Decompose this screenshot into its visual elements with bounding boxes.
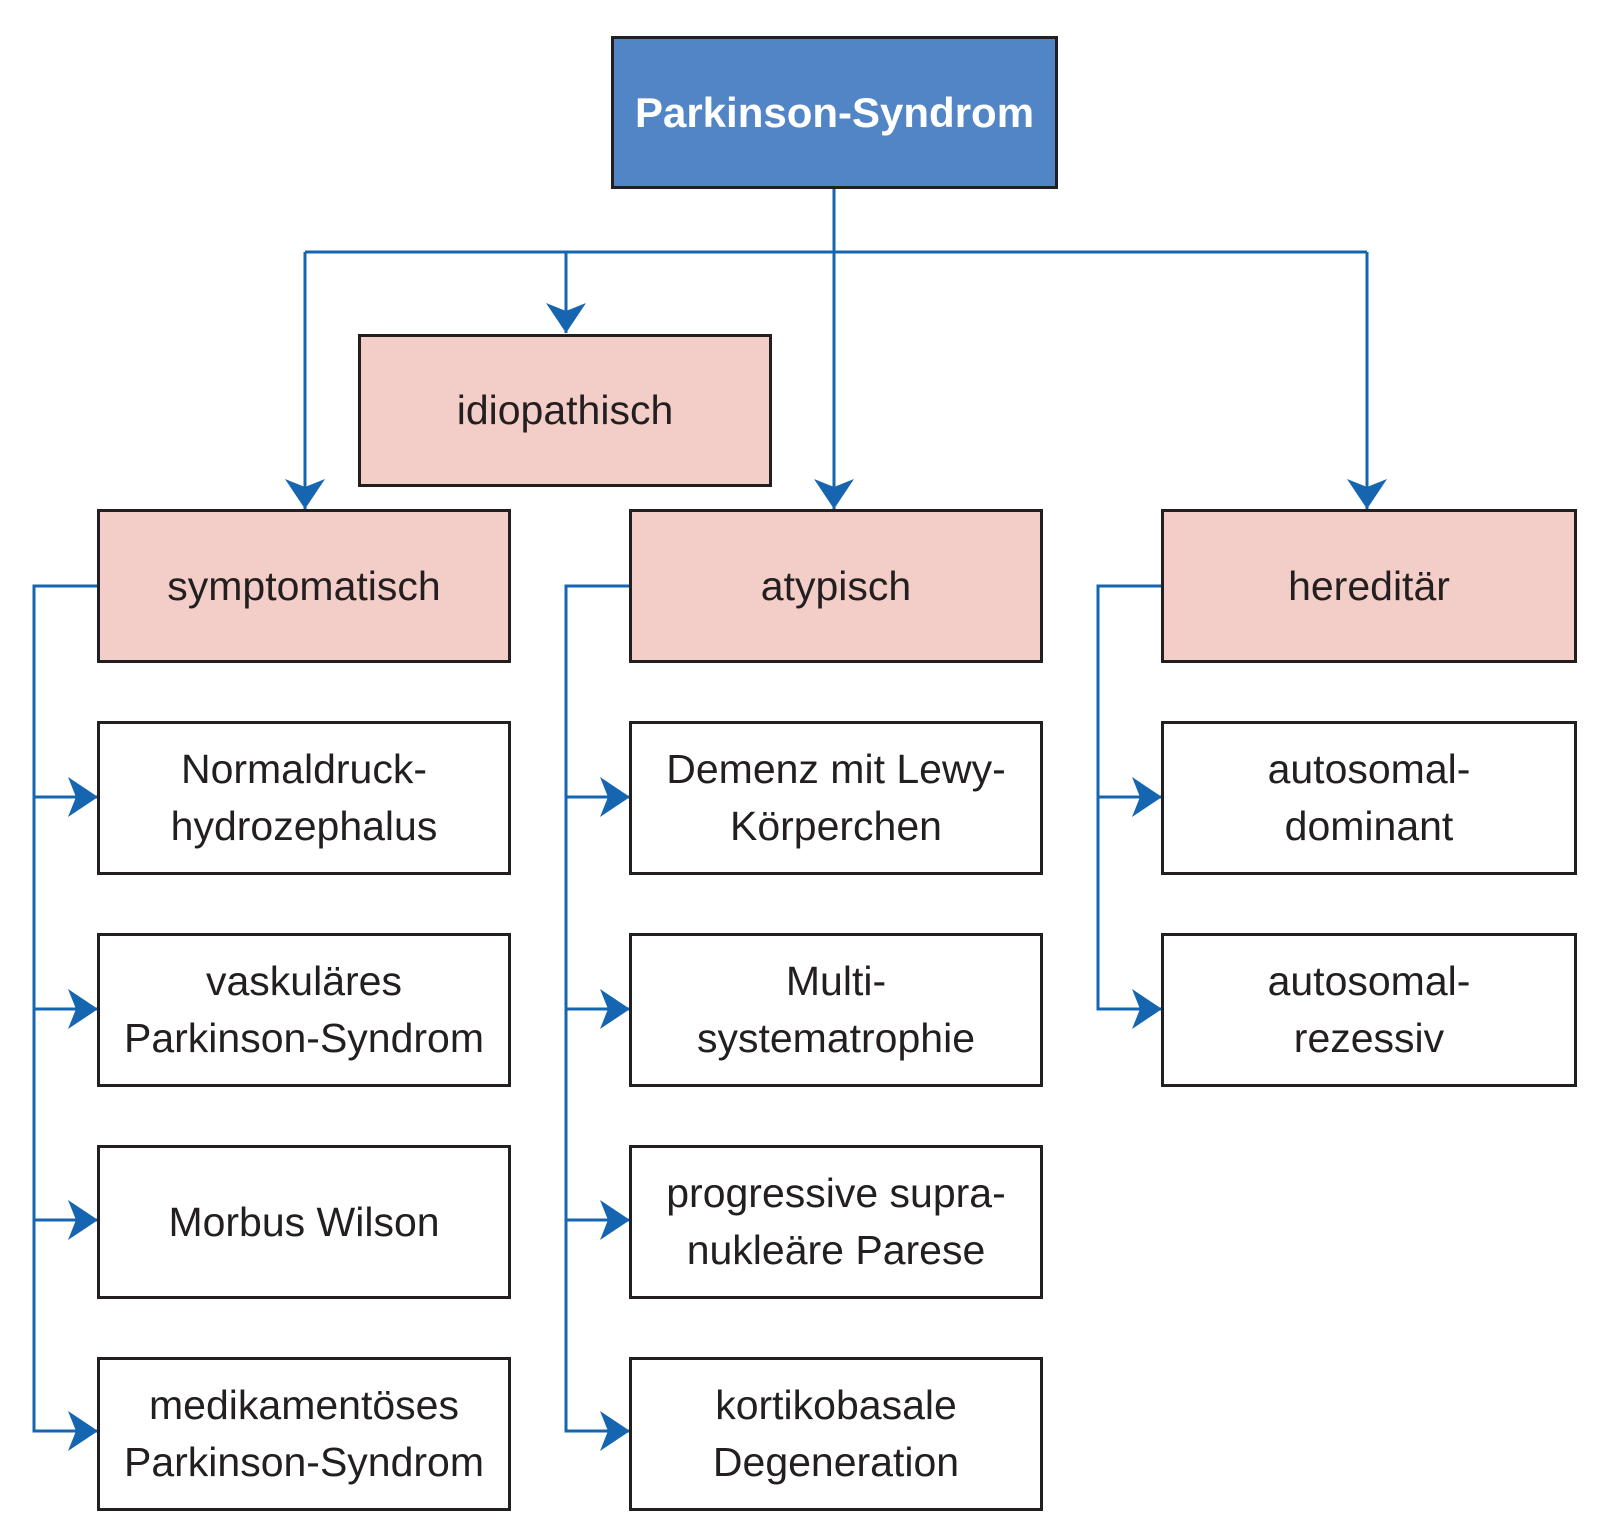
node-autosomal-dominant: autosomal- dominant xyxy=(1161,721,1577,875)
node-autosomal-rezessiv: autosomal- rezessiv xyxy=(1161,933,1577,1087)
category-symptomatisch: symptomatisch xyxy=(97,509,511,663)
category-hereditaer: hereditär xyxy=(1161,509,1577,663)
node-vaskulaeres-parkinson: vaskuläres Parkinson-Syndrom xyxy=(97,933,511,1087)
node-lewy-koerperchen: Demenz mit Lewy- Körperchen xyxy=(629,721,1043,875)
node-multisystematrophie: Multi- systematrophie xyxy=(629,933,1043,1087)
node-psp: progressive supra- nukleäre Parese xyxy=(629,1145,1043,1299)
node-medikamentoeses-parkinson: medikamentöses Parkinson-Syndrom xyxy=(97,1357,511,1511)
node-kortikobasale-degeneration: kortikobasale Degeneration xyxy=(629,1357,1043,1511)
category-idiopathisch: idiopathisch xyxy=(358,334,772,487)
node-morbus-wilson: Morbus Wilson xyxy=(97,1145,511,1299)
node-normaldruckhydrozephalus: Normaldruck- hydrozephalus xyxy=(97,721,511,875)
category-atypisch: atypisch xyxy=(629,509,1043,663)
root-node: Parkinson-Syndrom xyxy=(611,36,1058,189)
